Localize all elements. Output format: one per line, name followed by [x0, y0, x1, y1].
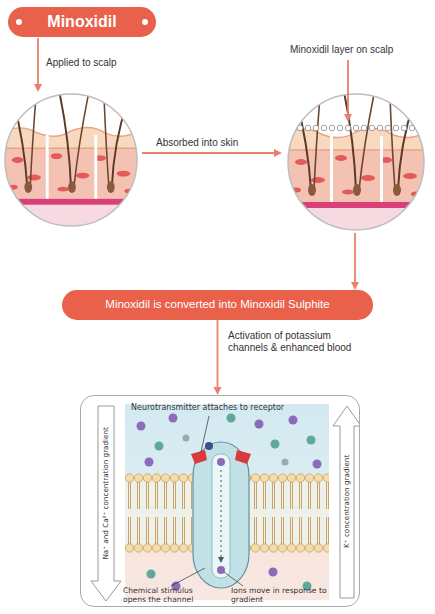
ions [217, 566, 225, 574]
node-text: Na⁺ and Ca²⁺ concentration gradient [102, 403, 111, 583]
node-text: Neurotransmitter attaches to receptor [131, 403, 311, 413]
minoxidil-layer-dots [297, 125, 415, 131]
ion-channel [193, 442, 249, 588]
scalp-cross-section [3, 92, 139, 230]
gradient-arrow [333, 406, 360, 598]
process-pill: Minoxidil is converted into Minoxidil Su… [62, 290, 373, 320]
pill-dot [16, 19, 22, 25]
node-text: Minoxidil [41, 13, 122, 31]
ion-flow-arrow [221, 470, 222, 560]
receptor [235, 450, 251, 464]
connector-line [217, 320, 219, 387]
receptor [191, 450, 207, 464]
leader-line [171, 416, 243, 586]
drug-pill: Minoxidil [8, 7, 156, 37]
neurotransmitter [205, 442, 213, 450]
flow-arrow [38, 38, 355, 288]
step-label: Applied to scalp [46, 57, 146, 69]
node-text: Ions move in response to gradient [231, 586, 327, 604]
step-label: Minoxidil layer on scalp [290, 44, 430, 56]
ion-channel-box: Neurotransmitter attaches to receptor Na⁺… [80, 395, 360, 607]
arrow-head [214, 387, 222, 395]
edge-label: Activation of potassium channels & enhan… [228, 330, 356, 354]
node-text: K⁺ concentration gradient [343, 411, 352, 591]
node-text: Chemical stimulus opens the channel [123, 586, 209, 604]
ions [217, 458, 225, 466]
scalp-cross-section [286, 92, 426, 234]
pill-dot [142, 19, 148, 25]
flow-connector [214, 320, 222, 395]
ions [137, 414, 322, 591]
step-label: Absorbed into skin [156, 137, 266, 149]
ion-channel-illustration [81, 396, 360, 607]
membrane-background [125, 404, 329, 600]
node-text: Minoxidil is converted into Minoxidil Su… [99, 298, 335, 311]
channel-pore [212, 454, 230, 578]
